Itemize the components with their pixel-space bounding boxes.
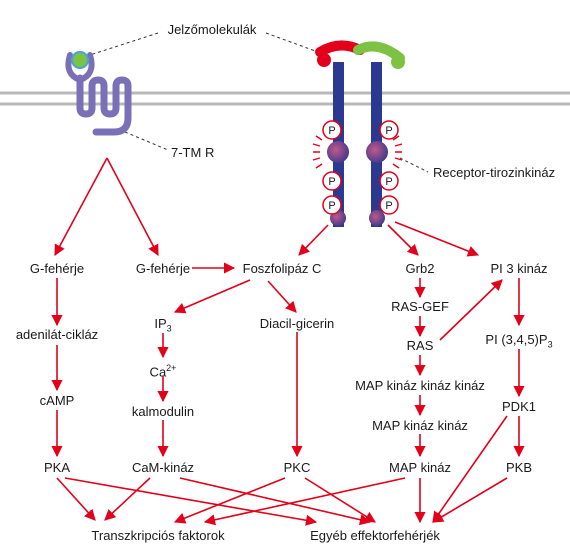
seven-tm-label: 7-TM R xyxy=(171,145,215,160)
arrow xyxy=(432,477,508,523)
pkc: PKC xyxy=(283,460,311,475)
leader-lines xyxy=(89,32,429,173)
pkb: PKB xyxy=(505,460,533,475)
arrow xyxy=(104,477,151,521)
pdk1: PDK1 xyxy=(502,399,536,414)
arrow xyxy=(203,477,406,526)
transcription-factors: Transzkripciós faktorok xyxy=(91,528,225,543)
arrow xyxy=(179,477,372,526)
signal-molecules-label: Jelzőmolekulák xyxy=(167,22,257,37)
leader-signal-left xyxy=(89,32,159,56)
ip3: IP3 xyxy=(154,316,172,334)
pathway-arrows xyxy=(51,157,525,526)
mapkkk: MAP kináz kináz kináz xyxy=(355,378,485,393)
adenylate-cyclase: adenilát-cikláz xyxy=(15,327,99,342)
arrow xyxy=(54,157,108,256)
calcium: Ca2+ xyxy=(149,363,177,380)
phospho-label: P xyxy=(328,200,335,212)
other-effectors: Egyéb effektorfehérjék xyxy=(310,528,440,543)
calmodulin: kalmodulin xyxy=(131,404,195,419)
pka: PKA xyxy=(43,460,71,475)
ras-gef: RAS-GEF xyxy=(391,299,449,314)
kinase-domain xyxy=(327,141,349,163)
arrow xyxy=(64,477,318,526)
pip3: PI (3,4,5)P3 xyxy=(485,332,553,350)
rtk-label: Receptor-tirozinkináz xyxy=(433,165,556,180)
kinase-domain xyxy=(366,141,388,163)
arrow xyxy=(173,279,251,314)
arrow xyxy=(439,279,503,341)
arrow xyxy=(432,415,508,523)
grb2: Grb2 xyxy=(405,261,435,276)
ligand-7tm xyxy=(71,51,89,69)
phospho-label: P xyxy=(385,125,392,137)
arrow xyxy=(173,477,286,524)
arrow xyxy=(304,477,376,523)
ras: RAS xyxy=(406,338,434,353)
arrow xyxy=(267,280,297,313)
receptor-tyrosine-kinase: P P P P P P xyxy=(312,40,405,227)
camp: cAMP xyxy=(39,393,75,408)
pi3-kinase: PI 3 kináz xyxy=(490,261,548,276)
phospho-label: P xyxy=(385,200,392,212)
g-protein-2: G-fehérje xyxy=(135,261,191,276)
g-protein-1: G-fehérje xyxy=(29,261,85,276)
phospho-label: P xyxy=(385,176,392,188)
cell-membrane xyxy=(0,91,570,106)
phospho-label: P xyxy=(328,125,335,137)
arrow xyxy=(106,157,159,256)
leader-rtk xyxy=(399,157,429,173)
diacylglycerol: Diacil-gicerin xyxy=(259,316,335,331)
leader-signal-right xyxy=(265,32,319,53)
phospholipase-c: Foszfolipáz C xyxy=(242,261,322,276)
phospho-label: P xyxy=(328,176,335,188)
arrow xyxy=(298,224,329,256)
arrow xyxy=(387,224,419,256)
mapkk: MAP kináz kináz xyxy=(372,418,468,433)
leader-7tm xyxy=(124,131,169,151)
arrow xyxy=(56,477,96,521)
arrow xyxy=(394,221,480,257)
seven-tm-receptor xyxy=(65,51,132,136)
mapk: MAP kináz xyxy=(389,460,451,475)
cam-kinase: CaM-kináz xyxy=(131,460,195,475)
